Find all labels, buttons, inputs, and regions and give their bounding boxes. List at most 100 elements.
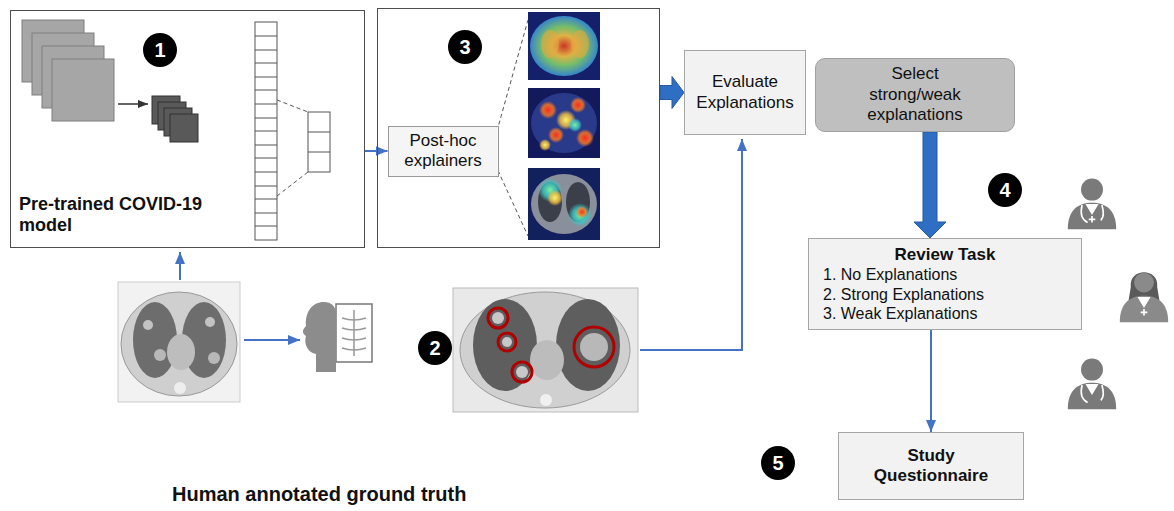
callout-number: 2	[429, 336, 440, 360]
annotation-text: Human annotated ground truth	[172, 482, 466, 506]
annotation-label: Human annotated ground truth	[172, 482, 466, 506]
annotated-ct-scan-part	[556, 299, 620, 391]
box-heading: Study Questionnaire	[866, 446, 996, 487]
heatmap-images-part	[539, 139, 551, 151]
ct-scan-input-part	[174, 382, 186, 394]
flow-arrow	[930, 330, 932, 432]
heatmap-images-part	[528, 168, 600, 240]
heatmap-images-part	[548, 127, 564, 143]
panel-title: Pre-trained COVID-19 model	[19, 194, 204, 237]
annotated-ct-scan-part	[498, 333, 516, 351]
annotated-ct-scan-part	[502, 337, 512, 347]
cnn-illustration-part	[277, 100, 308, 112]
callout-badge: 3	[448, 30, 482, 64]
annotated-ct-scan-part	[574, 327, 614, 367]
list-item: 3. Weak Explanations	[823, 304, 1067, 323]
heatmap-images-part	[528, 88, 600, 158]
doctor-icon-part	[1081, 359, 1103, 381]
doctor-icon-part	[1089, 216, 1096, 223]
doctor-icon-part	[1081, 385, 1103, 403]
heatmap-images-part	[495, 164, 528, 236]
doctor-icon	[1068, 179, 1116, 230]
radiologist-icon-part	[303, 302, 336, 372]
process-box: Evaluate Explanations	[684, 50, 806, 135]
cnn-illustration-part	[308, 132, 330, 152]
ct-scan-input-part	[121, 292, 237, 396]
callout-badge: 1	[143, 33, 177, 67]
doctor-icon	[1068, 359, 1116, 410]
doctor-icon-part	[1134, 273, 1154, 293]
heatmap-images-part	[531, 174, 597, 234]
cnn-illustration-part	[170, 114, 198, 142]
ct-scan-input-part	[208, 352, 220, 364]
list-item: 1. No Explanations	[823, 265, 1067, 284]
annotated-ct-scan	[453, 288, 638, 412]
annotated-ct-scan-part	[512, 362, 532, 382]
heatmap-images-part	[568, 203, 592, 227]
annotated-ct-scan-part	[540, 394, 552, 406]
box-text: Evaluate Explanations	[693, 72, 797, 113]
cnn-illustration-part	[277, 172, 308, 196]
annotated-ct-scan-part	[492, 312, 504, 324]
doctor-icon-part	[1081, 179, 1103, 201]
ct-scan-input-part	[205, 317, 215, 327]
callout-number: 5	[772, 451, 783, 475]
block-arrow	[914, 132, 946, 238]
annotated-ct-scan-part	[516, 366, 528, 378]
ct-scan-input	[118, 282, 240, 402]
heatmap-images-part	[528, 12, 600, 80]
box-text: Select strong/weak explanations	[855, 64, 975, 125]
heatmap-images-part	[576, 129, 594, 147]
callout-number: 1	[154, 38, 165, 62]
cnn-illustration-part	[255, 36, 277, 226]
box-heading: Review Task	[823, 245, 1067, 265]
heatmap-images-part	[568, 118, 582, 132]
doctor-icon	[1120, 272, 1168, 322]
annotated-ct-scan-part	[580, 333, 608, 361]
doctor-icon-part	[1085, 204, 1098, 215]
cnn-illustration-part	[52, 59, 114, 121]
ct-scan-input-part	[118, 282, 240, 402]
heatmap-images-part	[541, 30, 559, 58]
cnn-illustration-part	[118, 103, 148, 105]
task-box: Review Task1. No Explanations2. Strong E…	[808, 238, 1082, 330]
callout-badge: 2	[418, 331, 452, 365]
heatmap-images-part	[571, 30, 589, 58]
annotated-ct-scan-part	[473, 299, 537, 391]
annotated-ct-scan-part	[488, 308, 508, 328]
doctor-icon-part	[1137, 297, 1150, 308]
callout-number: 3	[459, 35, 470, 59]
doctor-icon-part	[1068, 383, 1116, 409]
doctor-icon-part	[1068, 203, 1116, 229]
cnn-illustration-part	[255, 22, 277, 240]
ct-scan-input-part	[143, 320, 153, 330]
explainer-panel: Post-hoc explainers	[377, 8, 660, 248]
list-item: 2. Strong Explanations	[823, 285, 1067, 304]
annotated-ct-scan-part	[460, 292, 630, 408]
heatmap-images-part	[531, 93, 597, 153]
callout-number: 4	[999, 178, 1010, 202]
annotated-ct-scan-part	[453, 288, 638, 412]
flow-arrows-part	[640, 139, 742, 350]
process-box: Post-hoc explainers	[388, 126, 499, 177]
heatmap-images-part	[576, 206, 588, 218]
model-panel: Pre-trained COVID-19 model	[10, 10, 365, 248]
heatmap-images-part	[539, 101, 557, 119]
flow-arrows-part	[244, 339, 300, 341]
ct-scan-input-part	[167, 334, 195, 370]
callout-badge: 5	[761, 446, 795, 480]
selection-box: Select strong/weak explanations	[815, 58, 1015, 132]
annotated-ct-scan-part	[530, 340, 564, 380]
radiologist-icon-part	[342, 310, 366, 356]
radiologist-icon-part	[336, 304, 372, 362]
ct-scan-input-part	[154, 349, 166, 361]
heatmap-images	[495, 12, 600, 240]
callout-badge: 4	[988, 173, 1022, 207]
box-text: Post-hoc explainers	[395, 131, 492, 172]
doctor-icon-part	[1085, 384, 1098, 395]
cnn-illustration-part	[308, 112, 330, 172]
ct-scan-input-part	[133, 302, 177, 378]
heatmap-images-part	[570, 97, 586, 113]
heatmap-images-part	[530, 16, 598, 76]
